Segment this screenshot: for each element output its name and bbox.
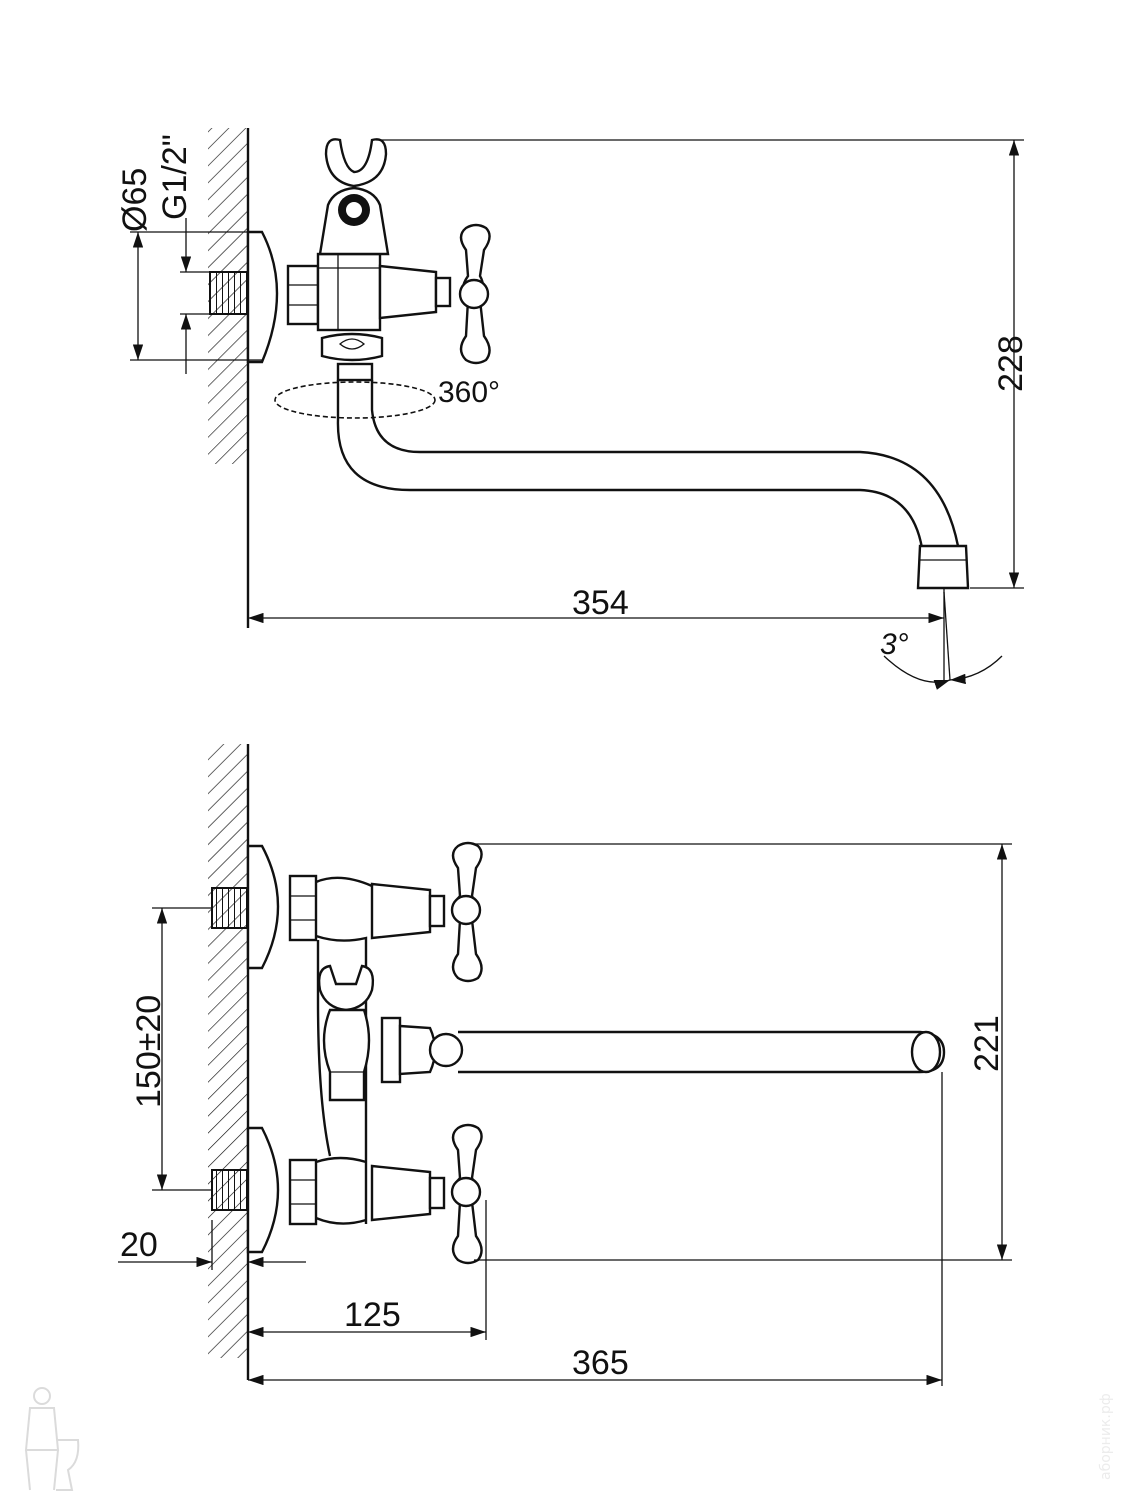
spout-pipe-top [336, 380, 924, 549]
aerator-top [916, 544, 970, 590]
escutcheon-lower [246, 1126, 280, 1254]
wall-hatch-front [208, 744, 248, 1358]
spout-pipe-front [458, 1030, 946, 1074]
valve-bonnet-lower [370, 1164, 432, 1222]
spout-collar-front [380, 1016, 402, 1084]
valve-bonnet-top [378, 264, 438, 320]
watermark-site-text: аборник.рф [1098, 1393, 1114, 1480]
watermark: аборник.рф [24, 1387, 1114, 1491]
rotation-indicator [274, 381, 436, 419]
top-view: 360° Ø65 G1/2" 228 354 3° [116, 128, 1030, 690]
swivel-collar-top [320, 332, 384, 362]
thread-label: G1/2" [156, 134, 194, 220]
inlet-thread-top [209, 271, 249, 315]
valve-body-top [316, 252, 382, 332]
diameter-label: Ø65 [116, 168, 154, 232]
inlet-thread-upper [211, 887, 249, 929]
handle-reach-label: 125 [344, 1296, 401, 1334]
nut-top [286, 264, 320, 326]
spout-length-label-top: 354 [572, 584, 629, 622]
diverter-front [322, 1008, 371, 1102]
angle-label: 3° [880, 628, 909, 661]
height-label-top: 228 [992, 335, 1030, 392]
rotation-label: 360° [438, 376, 500, 409]
spout-outlet-front [910, 1030, 942, 1074]
nut-upper [288, 874, 318, 942]
valve-bonnet-upper [370, 882, 432, 940]
front-view: 150±20 221 20 125 365 [118, 744, 1012, 1386]
escutcheon-upper [246, 844, 280, 970]
nut-lower [288, 1158, 318, 1226]
spout-length-label-front: 365 [572, 1344, 629, 1382]
shower-holder-top [324, 138, 388, 188]
plumber-with-toilet-logo-icon [24, 1387, 80, 1491]
center-distance-label: 150±20 [130, 995, 168, 1108]
inlet-thread-lower [211, 1169, 249, 1211]
height-label-front: 221 [968, 1015, 1006, 1072]
mixer-body-front [315, 876, 373, 1225]
shower-holder-front [317, 964, 375, 1012]
escutcheon-top [246, 230, 279, 364]
thread-depth-label: 20 [120, 1226, 158, 1264]
